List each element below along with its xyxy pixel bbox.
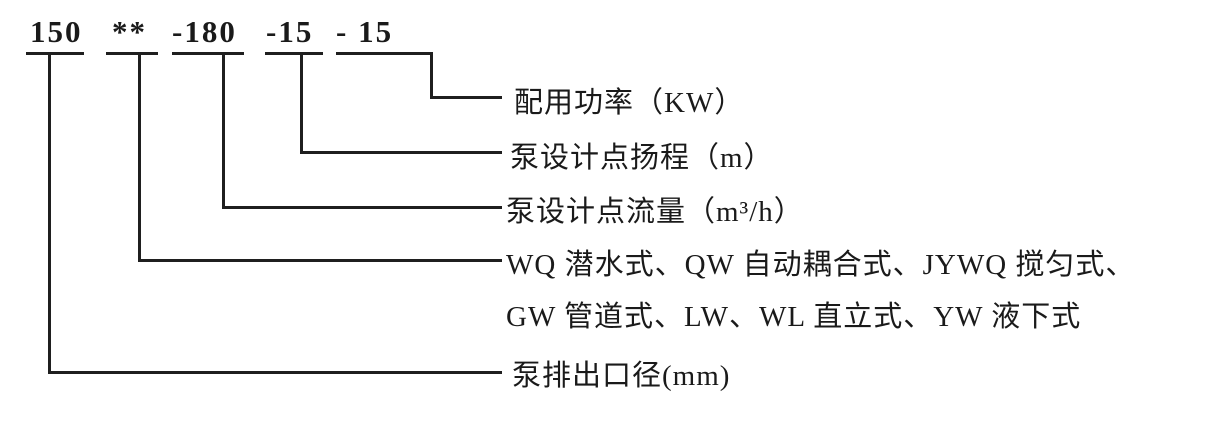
- underline-head: [265, 52, 323, 55]
- label-type-line1: WQ 潜水式、QW 自动耦合式、JYWQ 搅匀式、: [506, 249, 1136, 281]
- label-type-line2: GW 管道式、LW、WL 直立式、YW 液下式: [506, 301, 1082, 333]
- connector-type-horizontal: [138, 259, 502, 262]
- code-power: - 15: [336, 14, 394, 49]
- label-head: 泵设计点扬程（m）: [510, 142, 774, 174]
- connector-type-vertical: [138, 52, 141, 262]
- connector-power-horizontal: [430, 96, 502, 99]
- code-type: **: [112, 14, 147, 49]
- code-flow: -180: [172, 14, 237, 49]
- underline-flow: [172, 52, 244, 55]
- connector-diameter-horizontal: [48, 371, 502, 374]
- label-diameter: 泵排出口径(mm): [512, 360, 731, 392]
- connector-flow-vertical: [222, 52, 225, 209]
- code-diameter: 150: [30, 14, 83, 49]
- code-head: -15: [266, 14, 314, 49]
- underline-type: [106, 52, 158, 55]
- connector-power-vertical: [430, 52, 433, 99]
- connector-head-vertical: [300, 52, 303, 154]
- connector-diameter-vertical: [48, 52, 51, 374]
- label-power: 配用功率（KW）: [514, 87, 745, 119]
- underline-power: [336, 52, 433, 55]
- label-flow: 泵设计点流量（m³/h）: [506, 196, 804, 228]
- connector-flow-horizontal: [222, 206, 502, 209]
- underline-diameter: [26, 52, 84, 55]
- connector-head-horizontal: [300, 151, 502, 154]
